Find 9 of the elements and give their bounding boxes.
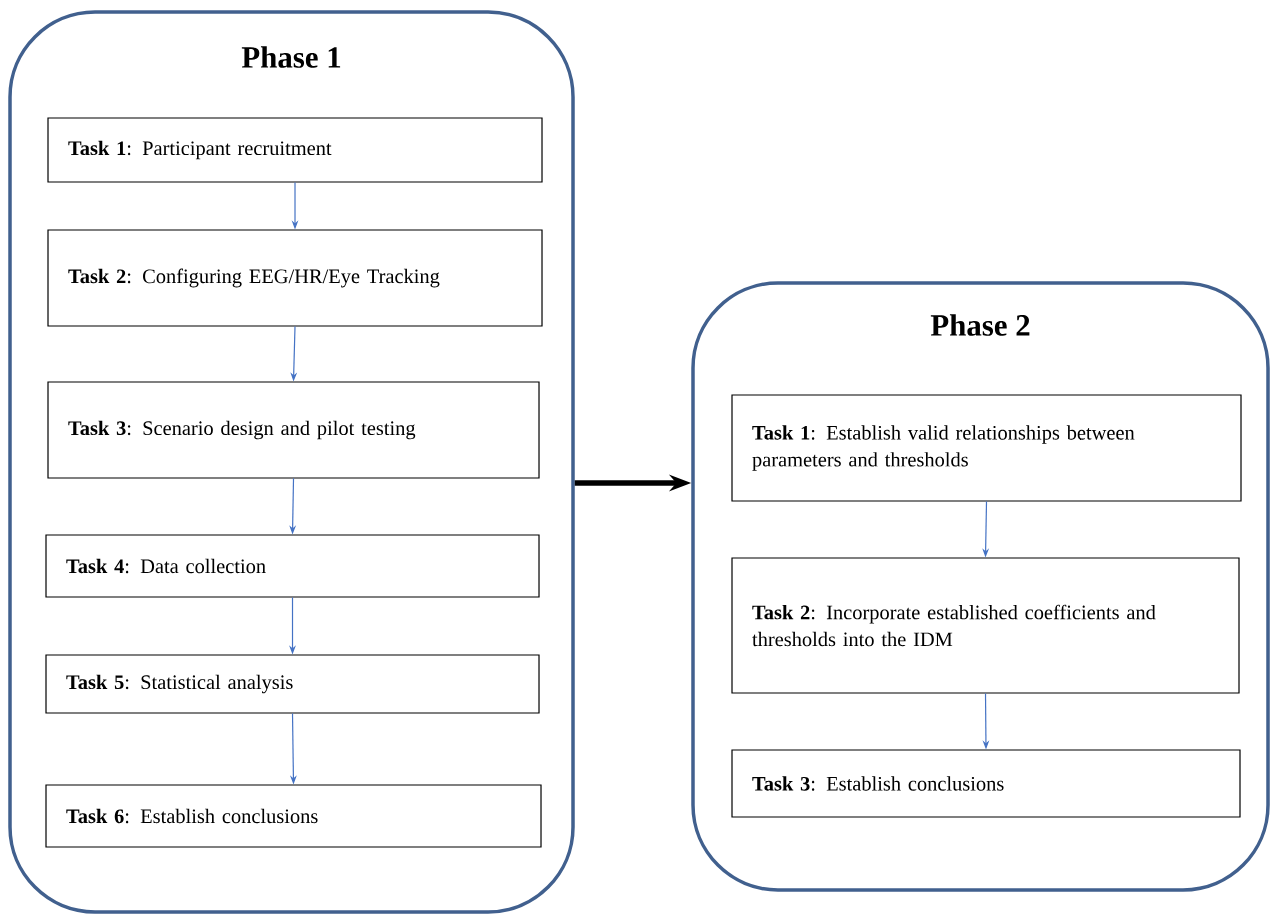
task-box: Task 5: Statistical analysis — [45, 654, 540, 714]
task-box: Task 2: Incorporate established coefficients and thresholds into the IDM — [731, 557, 1240, 694]
task-box: Task 3: Establish conclusions — [731, 749, 1241, 818]
task-box: Task 3: Scenario design and pilot testing — [47, 381, 540, 479]
task-box: Task 6: Establish conclusions — [45, 784, 542, 848]
task-box: Task 2: Configuring EEG/HR/Eye Tracking — [47, 229, 543, 327]
task-box: Task 1: Establish valid relationships between parameters and thresholds — [731, 394, 1242, 502]
task-box: Task 4: Data collection — [45, 534, 540, 598]
task-box: Task 1: Participant recruitment — [47, 117, 543, 183]
